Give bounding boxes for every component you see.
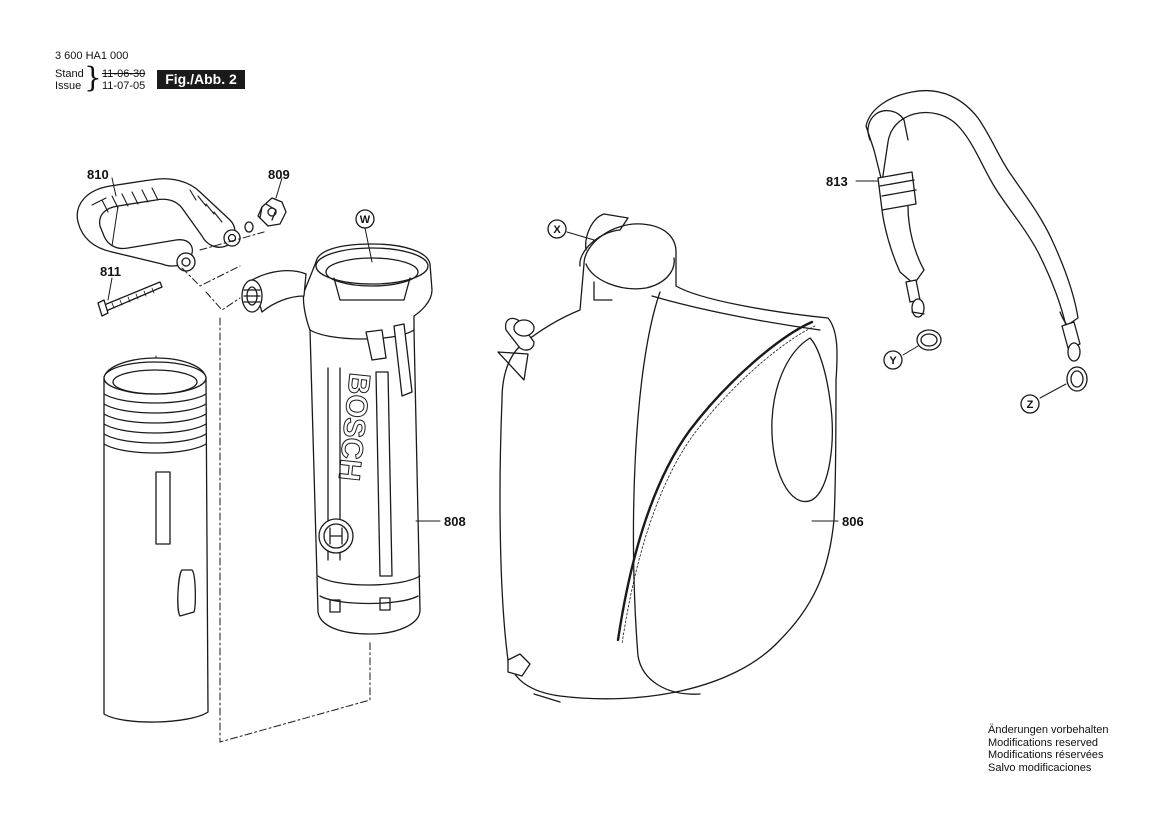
stand-label: Stand (55, 68, 84, 80)
knob-809 (257, 197, 287, 227)
label-811: 811 (100, 264, 121, 279)
callout-x: X (553, 224, 561, 236)
issue-date: 11-07-05 (102, 80, 146, 92)
label-810: 810 (87, 167, 109, 182)
label-806: 806 (842, 514, 864, 529)
ring-y (916, 329, 942, 351)
brace-icon: } (84, 61, 102, 94)
note-en: Modifications reserved (988, 736, 1099, 749)
callout-w: W (360, 214, 371, 226)
stand-date-old: 11-06-30 (102, 68, 146, 80)
tube-808: BOSCH (241, 243, 433, 635)
figure-label: Fig./Abb. 2 (157, 70, 245, 89)
label-808: 808 (444, 514, 466, 529)
callout-y: Y (889, 355, 897, 367)
ring-z (1066, 366, 1088, 392)
washer-small (244, 221, 254, 233)
note-es: Salvo modificaciones (988, 761, 1092, 774)
modification-notes: Änderungen vorbehalten Modifications res… (988, 724, 1108, 774)
callout-circles (355, 209, 1040, 414)
shoulder-strap-813 (865, 90, 1088, 392)
collection-bag-806 (497, 213, 838, 703)
callout-z: Z (1027, 399, 1034, 411)
label-813: 813 (826, 174, 848, 189)
label-809: 809 (268, 167, 290, 182)
note-de: Änderungen vorbehalten (988, 724, 1109, 736)
handle-810 (76, 178, 241, 272)
bolt-811 (97, 281, 163, 317)
issue-label: Issue (55, 80, 82, 92)
part-number: 3 600 HA1 000 (55, 50, 129, 62)
lower-tube (103, 357, 209, 723)
note-fr: Modifications réservées (988, 749, 1104, 761)
